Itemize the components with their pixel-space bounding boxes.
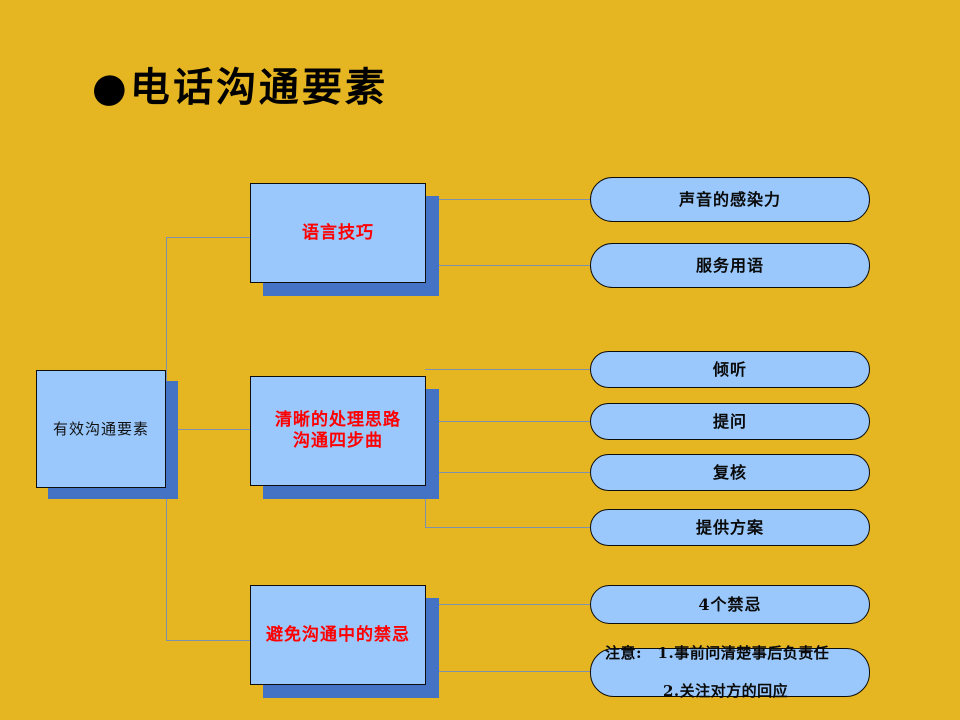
- leaf-ask-label: 提问: [712, 411, 747, 431]
- page-title: ●电话沟通要素: [91, 64, 389, 111]
- connector-leaf-3-1: [425, 604, 591, 605]
- leaf-four-taboos[interactable]: 4个禁忌: [590, 585, 870, 624]
- node-branch-1-label: 语言技巧: [302, 222, 374, 243]
- leaf-listen-label: 倾听: [712, 359, 747, 379]
- connector-leaf-1-1: [425, 199, 591, 200]
- leaf-ask[interactable]: 提问: [590, 403, 870, 440]
- node-branch-3[interactable]: 避免沟通中的禁忌: [250, 585, 426, 685]
- connector-leaf-1-2: [425, 265, 591, 266]
- node-branch-3-label: 避免沟通中的禁忌: [266, 624, 410, 645]
- leaf-voice-appeal-label: 声音的感染力: [678, 189, 781, 209]
- leaf-four-taboos-label: 4个禁忌: [698, 594, 762, 614]
- leaf-verify-label: 复核: [712, 462, 747, 482]
- connector-branch-2: [166, 429, 251, 430]
- connector-leaf-2-3: [425, 472, 591, 473]
- connector-leaf-2-4-vertical: [425, 472, 426, 528]
- connector-leaf-3-2: [425, 671, 591, 672]
- leaf-note-line-1: 注意: 1.事前问清楚事后负责任: [605, 644, 830, 663]
- connector-leaf-2-2: [425, 421, 591, 422]
- node-branch-2[interactable]: 清晰的处理思路 沟通四步曲: [250, 376, 426, 486]
- leaf-provide-solution-label: 提供方案: [695, 517, 764, 537]
- connector-leaf-2-4: [425, 527, 591, 528]
- leaf-note[interactable]: 注意: 1.事前问清楚事后负责任 2.关注对方的回应: [590, 644, 870, 700]
- leaf-note-line-2: 2.关注对方的回应: [663, 681, 789, 700]
- node-branch-2-label: 清晰的处理思路 沟通四步曲: [275, 410, 401, 451]
- connector-branch-3: [166, 640, 251, 641]
- connector-leaf-2-1: [425, 369, 591, 370]
- leaf-service-language[interactable]: 服务用语: [590, 243, 870, 288]
- leaf-listen[interactable]: 倾听: [590, 351, 870, 388]
- leaf-note-label: 注意: 1.事前问清楚事后负责任 2.关注对方的回应: [591, 626, 869, 720]
- node-root[interactable]: 有效沟通要素: [36, 370, 166, 488]
- connector-branch-1: [166, 237, 251, 238]
- leaf-verify[interactable]: 复核: [590, 454, 870, 491]
- leaf-service-language-label: 服务用语: [695, 255, 764, 275]
- node-branch-1[interactable]: 语言技巧: [250, 183, 426, 283]
- leaf-voice-appeal[interactable]: 声音的感染力: [590, 177, 870, 222]
- leaf-provide-solution[interactable]: 提供方案: [590, 509, 870, 546]
- node-root-label: 有效沟通要素: [52, 419, 149, 438]
